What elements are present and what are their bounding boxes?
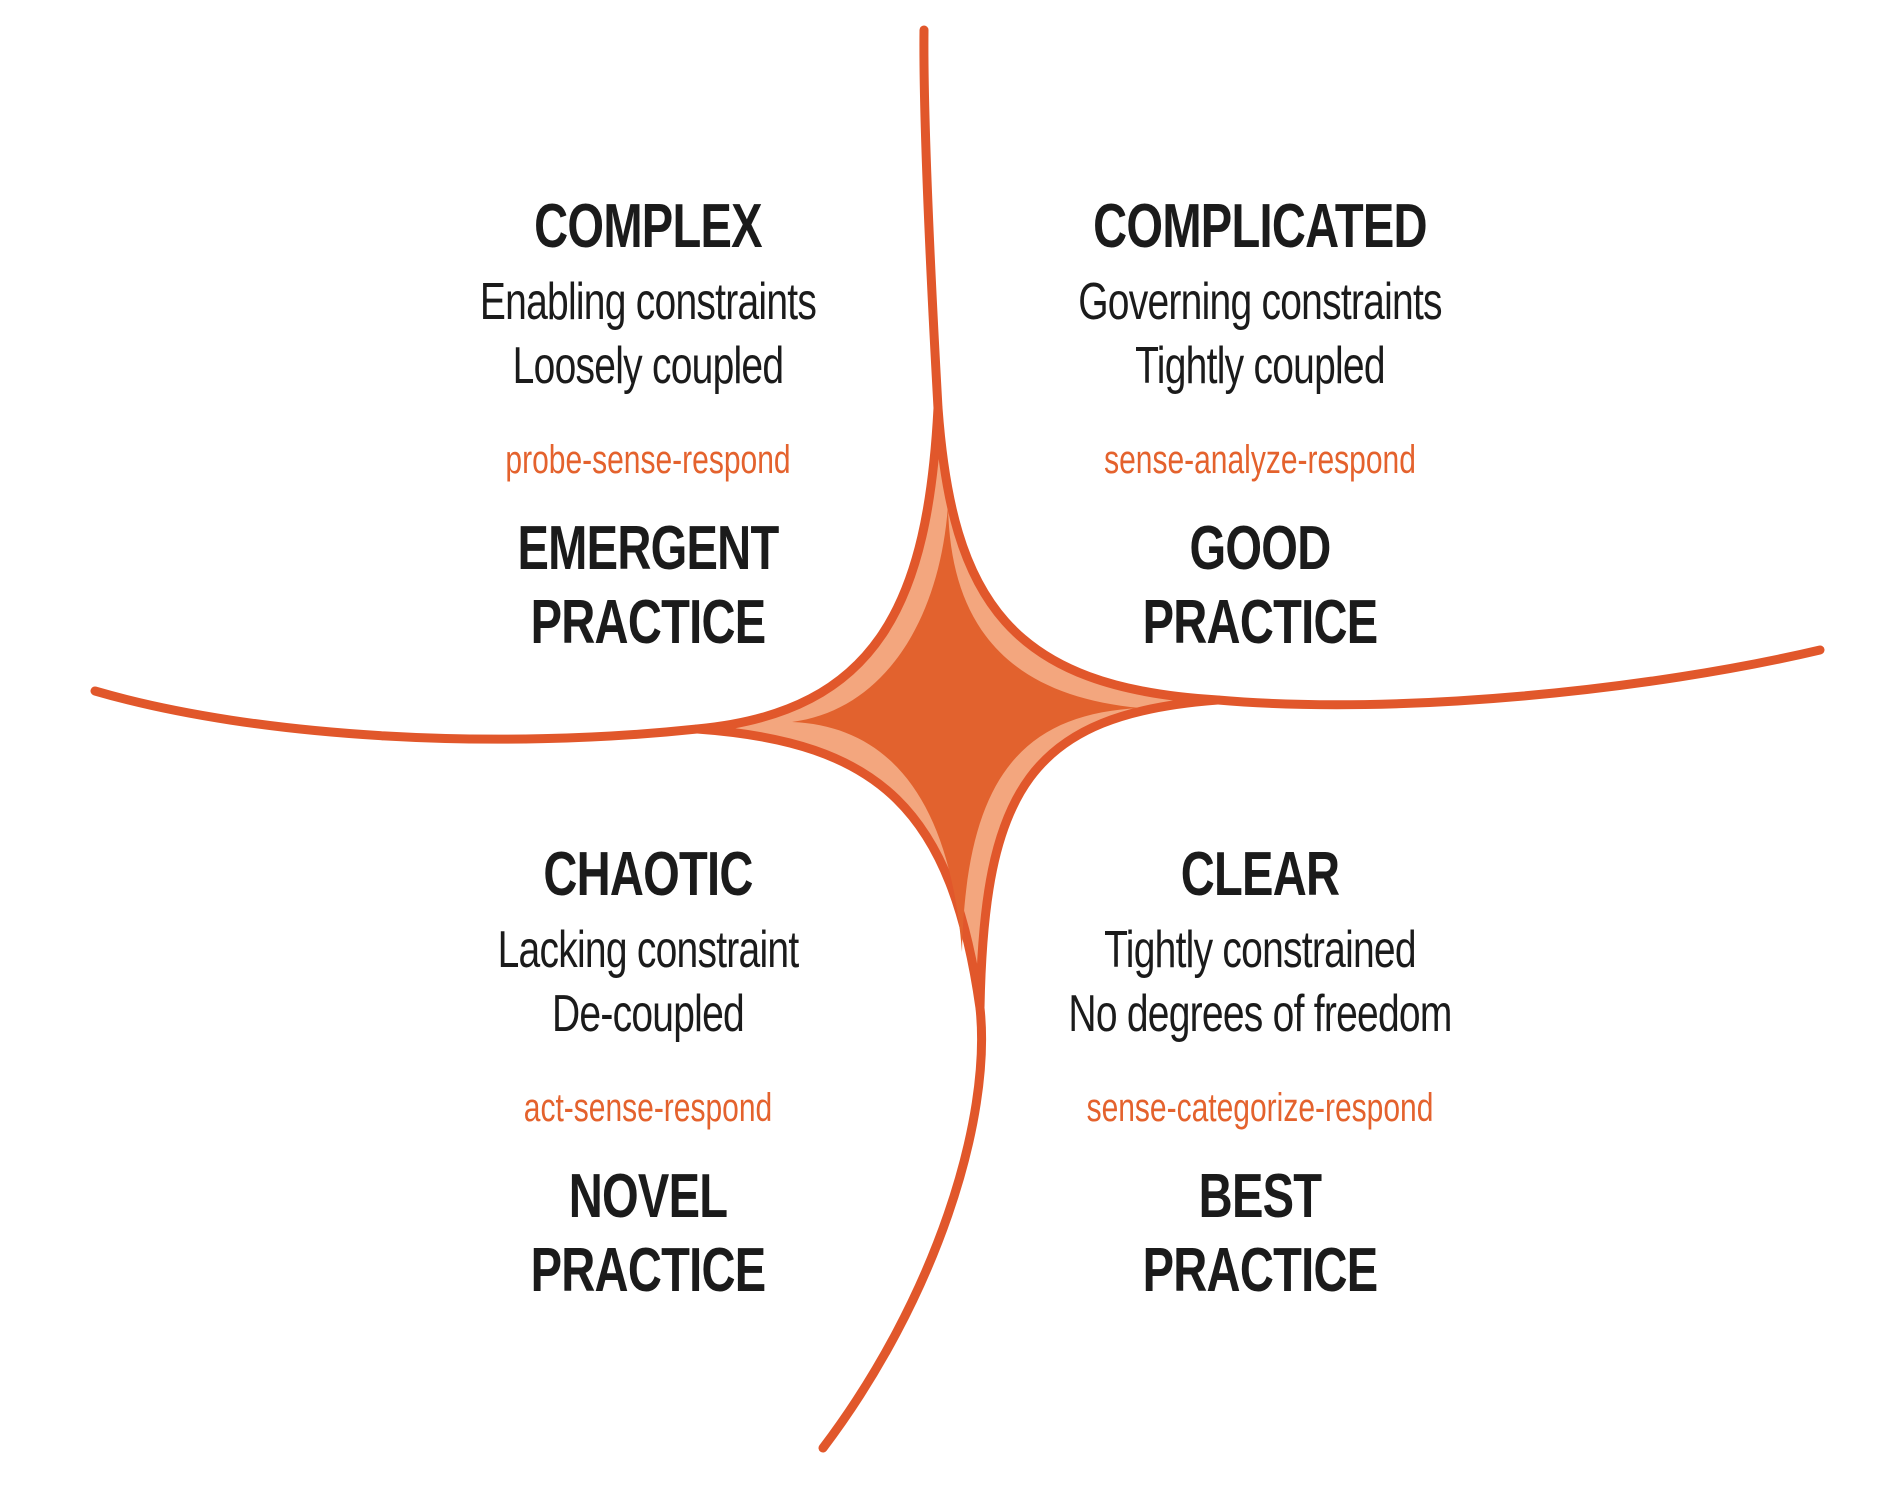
quadrant-constraints: Tightly constrained No degrees of freedom <box>975 918 1545 1046</box>
constraint-line-1: Tightly constrained <box>1104 921 1416 979</box>
constraint-line-1: Governing constraints <box>1078 273 1442 331</box>
constraint-line-2: Tightly coupled <box>1135 337 1385 395</box>
constraint-line-2: No degrees of freedom <box>1068 985 1452 1043</box>
constraint-line-1: Enabling constraints <box>479 273 817 331</box>
practice-line-2: PRACTICE <box>530 588 767 657</box>
practice-line-2: PRACTICE <box>1142 1236 1379 1305</box>
quadrant-approach: act-sense-respond <box>523 1086 773 1130</box>
boundary-line-left <box>90 686 702 744</box>
star-inner-shape <box>792 505 1140 952</box>
practice-line-2: PRACTICE <box>530 1236 767 1305</box>
boundary-line-right <box>1213 645 1825 710</box>
quadrant-title: COMPLICATED <box>1093 192 1427 261</box>
constraint-line-2: De-coupled <box>552 985 745 1043</box>
quadrant-title: CHAOTIC <box>543 840 753 909</box>
quadrant-title: CLEAR <box>1180 840 1340 909</box>
constraint-line-1: Lacking constraint <box>497 921 800 979</box>
constraint-line-2: Loosely coupled <box>512 337 784 395</box>
quadrant-approach: sense-analyze-respond <box>1104 438 1416 482</box>
quadrant-title: COMPLEX <box>534 192 762 261</box>
practice-line-2: PRACTICE <box>1142 588 1379 657</box>
practice-line-1: GOOD <box>1189 514 1332 583</box>
practice-line-1: BEST <box>1198 1162 1322 1231</box>
boundary-line-top <box>919 25 943 413</box>
practice-line-1: EMERGENT <box>517 514 780 583</box>
quadrant-approach: sense-categorize-respond <box>1086 1086 1434 1130</box>
boundary-line-bottom <box>818 1003 987 1453</box>
quadrant-approach: probe-sense-respond <box>505 438 791 482</box>
practice-line-1: NOVEL <box>568 1162 728 1231</box>
